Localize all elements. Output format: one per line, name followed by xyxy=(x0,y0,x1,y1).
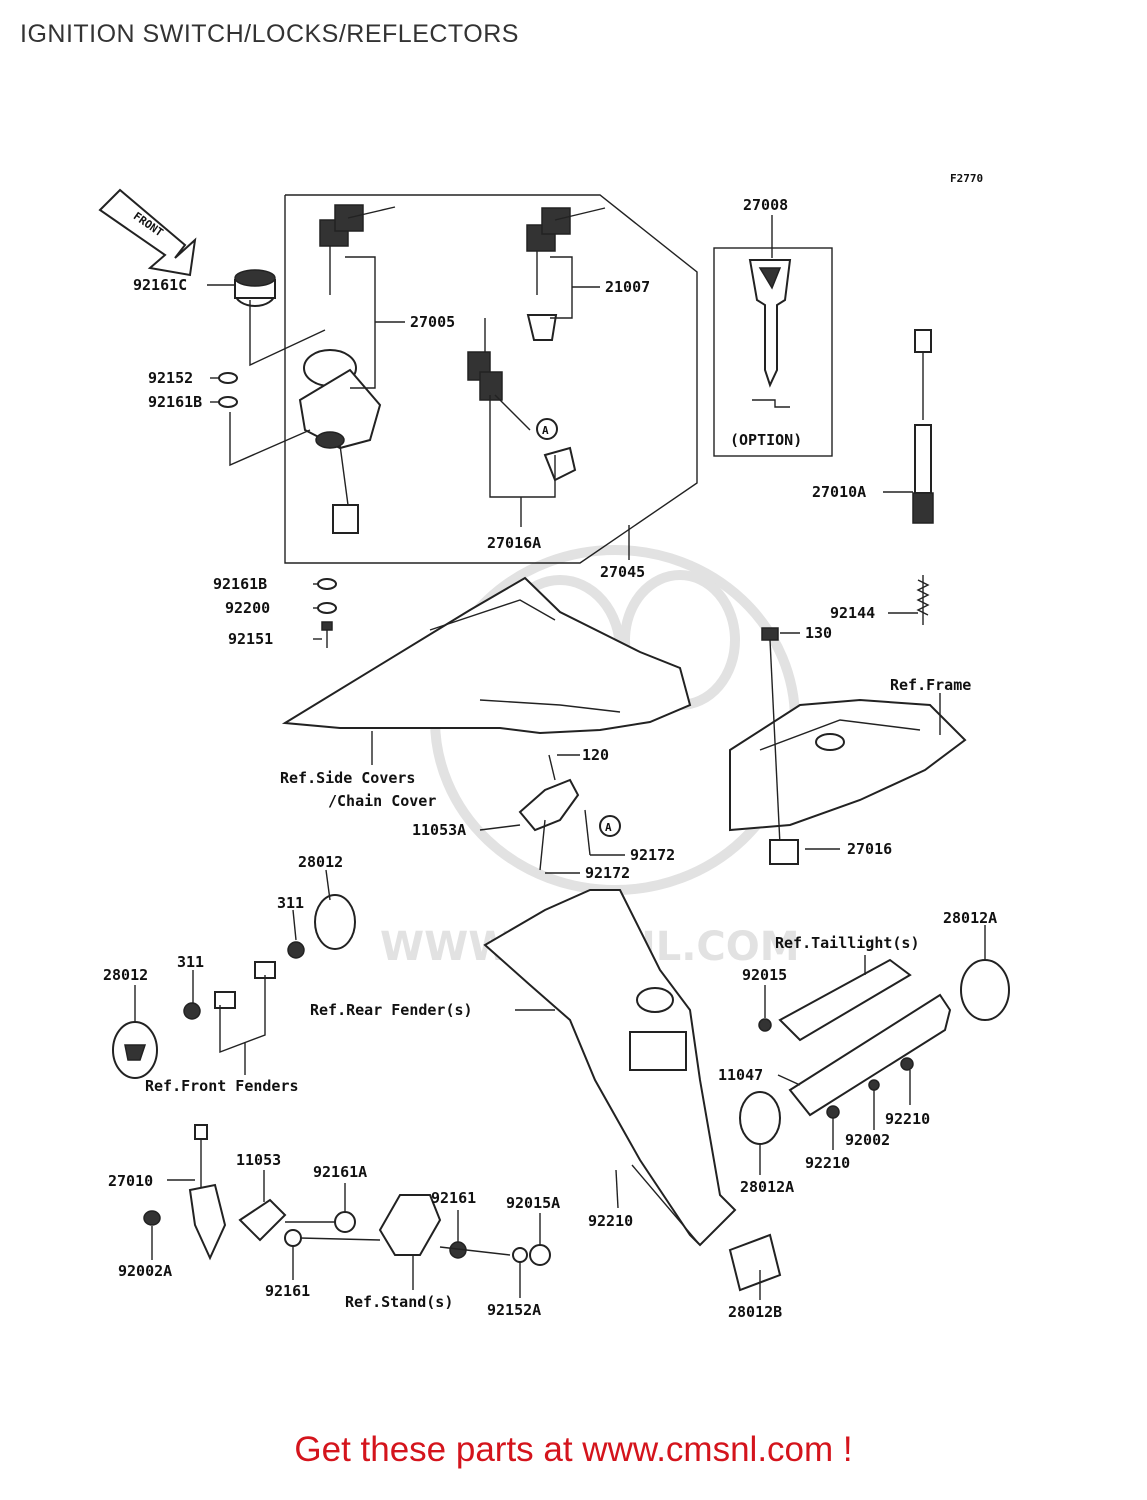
reflector-icon xyxy=(728,1233,782,1292)
callout-311: 311 xyxy=(277,894,304,912)
callout-311: 311 xyxy=(177,953,204,971)
callout-92161: 92161 xyxy=(431,1189,476,1207)
ref-stand: Ref.Stand(s) xyxy=(345,1293,453,1311)
taillight-bracket-icon xyxy=(739,958,1010,1145)
callout-27045: 27045 xyxy=(600,563,645,581)
callout-11047: 11047 xyxy=(718,1066,763,1084)
callout-92210: 92210 xyxy=(588,1212,633,1230)
nut-icon xyxy=(287,941,305,959)
callout-92172: 92172 xyxy=(585,864,630,882)
callout-11053: 11053 xyxy=(236,1151,281,1169)
callout-130: 130 xyxy=(805,624,832,642)
callout-92200: 92200 xyxy=(225,599,270,617)
washer-icon xyxy=(218,372,238,384)
callout-11053A: 11053A xyxy=(412,821,466,839)
ref-frame: Ref.Frame xyxy=(890,676,971,694)
side-cover-icon xyxy=(281,576,692,735)
callout-92161C: 92161C xyxy=(133,276,187,294)
footer-link[interactable]: Get these parts at www.cmsnl.com ! xyxy=(294,1430,853,1469)
marker-a-text: A xyxy=(605,821,612,834)
callout-27010A: 27010A xyxy=(812,483,866,501)
ref-side-covers: Ref.Side Covers xyxy=(280,769,415,787)
reflector-icon xyxy=(314,894,356,950)
callout-28012A: 28012A xyxy=(943,909,997,927)
ref-rear-fender: Ref.Rear Fender(s) xyxy=(310,1001,473,1019)
seat-lock-icon xyxy=(518,754,591,871)
callout-21007: 21007 xyxy=(605,278,650,296)
callout-92161A: 92161A xyxy=(313,1163,367,1181)
callout-92161: 92161 xyxy=(265,1282,310,1300)
key-icon xyxy=(319,204,396,295)
callout-28012: 28012 xyxy=(298,853,343,871)
rear-fender-icon xyxy=(483,889,737,1247)
callout-27016: 27016 xyxy=(847,840,892,858)
nut-icon xyxy=(183,1002,201,1020)
callout-27016A: 27016A xyxy=(487,534,541,552)
key-blank-icon xyxy=(748,259,792,408)
ignition-switch-icon xyxy=(298,349,382,534)
switch-icon xyxy=(912,329,934,625)
front-arrow-icon: FRONT xyxy=(98,188,197,277)
callout-92210: 92210 xyxy=(885,1110,930,1128)
callout-92210: 92210 xyxy=(805,1154,850,1172)
callout-27008: 27008 xyxy=(743,196,788,214)
ref-front-fenders: Ref.Front Fenders xyxy=(145,1077,299,1095)
cap-icon xyxy=(234,269,276,307)
callout-92152A: 92152A xyxy=(487,1301,541,1319)
bolt-icon xyxy=(321,621,333,648)
ref-taillight: Ref.Taillight(s) xyxy=(775,934,920,952)
washer-icon xyxy=(317,602,337,614)
marker-a xyxy=(599,815,621,837)
callout-27005: 27005 xyxy=(410,313,455,331)
figure-code: F2770 xyxy=(950,172,983,185)
callout-92015: 92015 xyxy=(742,966,787,984)
callout-92144: 92144 xyxy=(830,604,875,622)
washer-icon xyxy=(317,578,337,590)
leader-lines xyxy=(134,215,986,1300)
callout-28012B: 28012B xyxy=(728,1303,782,1321)
marker-a-text: A xyxy=(542,424,549,437)
ref-chain-cover: /Chain Cover xyxy=(328,792,436,810)
option-box xyxy=(713,247,833,457)
option-label: (OPTION) xyxy=(730,431,802,449)
fender-plate-icon xyxy=(629,1031,687,1071)
washer-icon xyxy=(218,396,238,408)
key-icon xyxy=(526,207,606,295)
callout-92161B: 92161B xyxy=(213,575,267,593)
page-title: IGNITION SWITCH/LOCKS/REFLECTORS xyxy=(20,20,519,48)
kit-outline xyxy=(284,194,698,564)
key-icon xyxy=(467,318,577,482)
marker-a xyxy=(536,418,558,440)
callout-92002: 92002 xyxy=(845,1131,890,1149)
callout-92172: 92172 xyxy=(630,846,675,864)
callout-28012: 28012 xyxy=(103,966,148,984)
sidestand-switch-icon xyxy=(143,1124,551,1266)
callout-120: 120 xyxy=(582,746,609,764)
callout-92161B: 92161B xyxy=(148,393,202,411)
spacer-icon xyxy=(214,991,236,1009)
callout-92152: 92152 xyxy=(148,369,193,387)
frame-icon xyxy=(729,698,967,832)
lock-cylinder-icon xyxy=(526,314,558,341)
callout-28012A: 28012A xyxy=(740,1178,794,1196)
callout-92002A: 92002A xyxy=(118,1262,172,1280)
callout-92015A: 92015A xyxy=(506,1194,560,1212)
callout-27010: 27010 xyxy=(108,1172,153,1190)
callout-92151: 92151 xyxy=(228,630,273,648)
